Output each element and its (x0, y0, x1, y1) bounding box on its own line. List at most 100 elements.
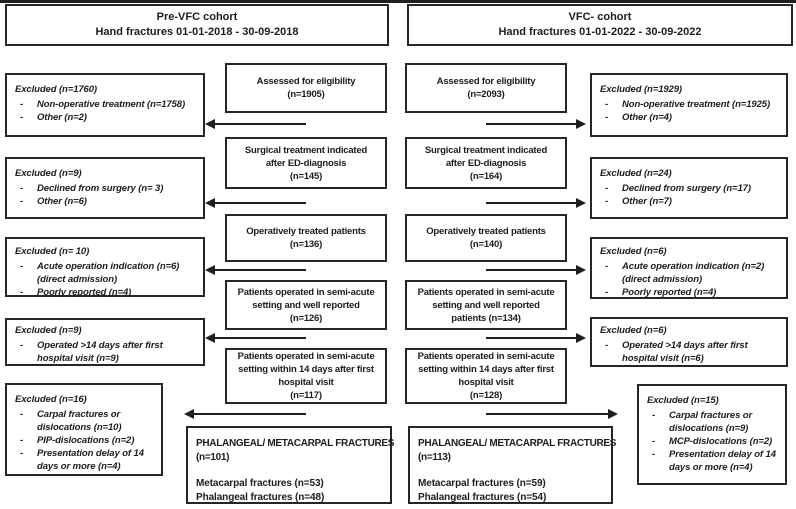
right-arrow-icon (486, 198, 586, 208)
excluded-title: Excluded (n=9) (15, 168, 82, 179)
pre-excluded-other-fractures: Excluded (n=16) Carpal fractures or disl… (5, 383, 163, 476)
flow-line: Operatively treated patients (426, 226, 546, 237)
final-line: Metacarpal fractures (n=53) (196, 478, 324, 489)
final-count: (n=101) (196, 452, 230, 463)
pre-excluded-declined-surgery: Excluded (n=9) Declined from surgery (n=… (5, 157, 205, 219)
excluded-item: Poorly reported (n=4) (15, 286, 199, 299)
vfc-flow-operatively-treated: Operatively treated patients (n=140) (405, 214, 567, 262)
pre-flow-operatively-treated: Operatively treated patients (n=136) (225, 214, 387, 262)
excluded-item: Other (n=6) (15, 195, 199, 208)
pre-excluded-operated-late: Excluded (n=9) Operated >14 days after f… (5, 318, 205, 366)
excluded-item: Declined from surgery (n=17) (600, 182, 782, 195)
flow-line: setting within 14 days after first (418, 364, 554, 375)
vfc-flow-surgical-indicated: Surgical treatment indicated after ED-di… (405, 137, 567, 189)
excluded-title: Excluded (n=15) (647, 395, 719, 406)
pre-final-fractures: PHALANGEAL/ METACARPAL FRACTURES (n=101)… (186, 426, 394, 504)
header-subtitle: Hand fractures 01-01-2018 - 30-09-2018 (95, 26, 299, 38)
flow-line: (n=140) (469, 239, 503, 250)
flow-line: (n=126) (289, 312, 323, 324)
flow-line: Operatively treated patients (246, 226, 366, 237)
flow-line: Patients operated in semi-acute (417, 286, 555, 298)
excluded-item: Declined from surgery (n= 3) (15, 182, 199, 195)
excluded-item: PIP-dislocations (n=2) (15, 434, 157, 447)
header-title: Pre-VFC cohort (156, 11, 238, 23)
vfc-flow-semi-acute-reported: Patients operated in semi-acute setting … (405, 280, 567, 330)
flow-line: Patients operated in semi-acute (417, 351, 555, 362)
final-line: Phalangeal fractures (n=48) (196, 492, 325, 503)
excluded-item: MCP-dislocations (n=2) (647, 435, 781, 448)
left-arrow-icon (205, 119, 306, 129)
header-vfc-cohort: VFC- cohort Hand fractures 01-01-2022 - … (407, 4, 793, 46)
final-title: PHALANGEAL/ METACARPAL FRACTURES (418, 438, 617, 449)
flow-line: after ED-diagnosis (265, 157, 347, 169)
right-arrow-icon (486, 409, 618, 419)
vfc-excluded-non-operative: Excluded (n=1929) Non-operative treatmen… (590, 73, 788, 137)
pre-flow-surgical-indicated: Surgical treatment indicated after ED-di… (225, 137, 387, 189)
flow-line: (n=1905) (287, 89, 325, 100)
flow-line: patients (n=134) (451, 312, 521, 324)
flow-line: after ED-diagnosis (445, 157, 527, 169)
excluded-title: Excluded (n=6) (600, 246, 667, 257)
flow-line: (n=2093) (467, 89, 505, 100)
flow-line: (n=117) (290, 390, 322, 401)
excluded-title: Excluded (n=9) (15, 325, 82, 336)
excluded-title: Excluded (n=6) (600, 325, 667, 336)
excluded-item: Poorly reported (n=4) (600, 286, 782, 299)
right-arrow-icon (486, 333, 586, 343)
excluded-item: Presentation delay of 14 days or more (n… (647, 448, 781, 474)
vfc-excluded-operated-late: Excluded (n=6) Operated >14 days after f… (590, 317, 788, 367)
excluded-item: Operated >14 days after first hospital v… (15, 339, 199, 365)
excluded-item: Acute operation indication (n=6) (direct… (15, 260, 199, 286)
flow-line: (n=128) (469, 390, 503, 401)
left-arrow-icon (205, 333, 306, 343)
vfc-flow-assessed: Assessed for eligibility (n=2093) (405, 63, 567, 113)
flow-line: setting within 14 days after first (238, 364, 374, 375)
excluded-item: Carpal fractures or dislocations (n=10) (15, 408, 157, 434)
right-arrow-icon (486, 265, 586, 275)
excluded-title: Excluded (n=1929) (600, 84, 682, 95)
pre-flow-semi-acute-14-days: Patients operated in semi-acute setting … (225, 348, 387, 404)
excluded-item: Carpal fractures or dislocations (n=9) (647, 409, 781, 435)
header-title: VFC- cohort (568, 11, 632, 23)
excluded-item: Other (n=4) (600, 111, 782, 124)
final-line: Phalangeal fractures (n=54) (418, 492, 547, 503)
pre-flow-semi-acute-reported: Patients operated in semi-acute setting … (225, 280, 387, 330)
vfc-flow-semi-acute-14-days: Patients operated in semi-acute setting … (405, 348, 567, 404)
spacer (418, 465, 603, 477)
vfc-excluded-declined-surgery: Excluded (n=24) Declined from surgery (n… (590, 157, 788, 219)
vfc-final-fractures: PHALANGEAL/ METACARPAL FRACTURES (n=113)… (408, 426, 617, 504)
excluded-item: Other (n=2) (15, 111, 199, 124)
excluded-title: Excluded (n= 10) (15, 246, 90, 257)
pre-flow-assessed: Assessed for eligibility (n=1905) (225, 63, 387, 113)
flow-line: hospital visit (278, 377, 334, 388)
flow-line: setting and well reported (432, 299, 540, 311)
flow-line: Surgical treatment indicated (244, 144, 368, 156)
excluded-title: Excluded (n=16) (15, 394, 87, 405)
pre-excluded-acute-indication: Excluded (n= 10) Acute operation indicat… (5, 237, 205, 299)
vfc-excluded-acute-indication: Excluded (n=6) Acute operation indicatio… (590, 237, 788, 299)
excluded-item: Non-operative treatment (n=1758) (15, 98, 199, 111)
excluded-item: Non-operative treatment (n=1925) (600, 98, 782, 111)
left-arrow-icon (205, 198, 306, 208)
excluded-item: Acute operation indication (n=2) (direct… (600, 260, 782, 286)
spacer (196, 465, 382, 477)
flow-line: hospital visit (458, 377, 514, 388)
flow-line: Patients operated in semi-acute (237, 286, 375, 298)
final-line: Metacarpal fractures (n=59) (418, 478, 546, 489)
header-subtitle: Hand fractures 01-01-2022 - 30-09-2022 (498, 26, 702, 38)
excluded-item: Presentation delay of 14 days or more (n… (15, 447, 157, 473)
left-arrow-icon (184, 409, 306, 419)
flow-line: (n=136) (289, 239, 323, 250)
flow-line: Surgical treatment indicated (424, 144, 548, 156)
vfc-excluded-other-fractures: Excluded (n=15) Carpal fractures or disl… (637, 384, 787, 485)
header-pre-vfc-cohort: Pre-VFC cohort Hand fractures 01-01-2018… (5, 4, 389, 46)
final-count: (n=113) (418, 452, 451, 463)
pre-excluded-non-operative: Excluded (n=1760) Non-operative treatmen… (5, 73, 205, 137)
excluded-item: Operated >14 days after first hospital v… (600, 339, 782, 365)
right-arrow-icon (486, 119, 586, 129)
flow-line: (n=164) (469, 170, 503, 182)
flow-line: Assessed for eligibility (436, 76, 536, 87)
top-border-line (0, 0, 796, 3)
excluded-item: Other (n=7) (600, 195, 782, 208)
